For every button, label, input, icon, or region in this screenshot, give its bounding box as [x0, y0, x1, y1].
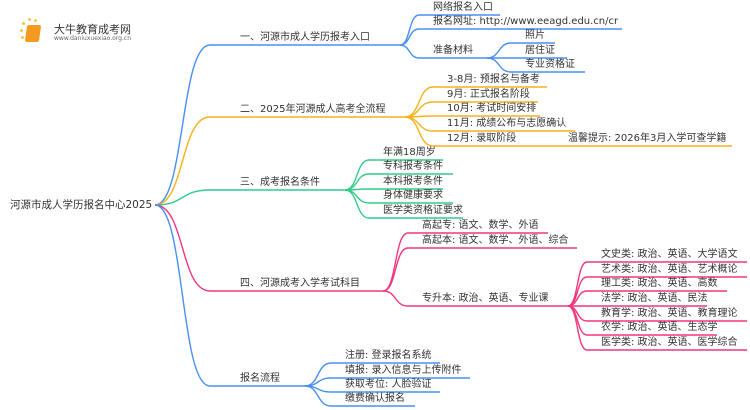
leaf-node[interactable]: 温馨提示: 2026年3月入学可查学籍: [568, 133, 727, 144]
leaf-node[interactable]: 缴费确认报名: [345, 393, 405, 404]
branch-connector: [154, 204, 383, 292]
branch-connector: [154, 44, 400, 206]
branch-connector: [154, 116, 405, 206]
connector: [304, 385, 415, 407]
branch-node[interactable]: 二、2025年河源成人高考全流程: [240, 104, 386, 115]
connector: [404, 116, 560, 147]
leaf-node[interactable]: 高起本: 语文、数学、外语、综合: [422, 235, 569, 246]
logo: 大牛教育成考网 www.daniuxuexiao.org.cn: [20, 18, 140, 46]
leaf-node[interactable]: 医学类资格证要求: [383, 205, 463, 216]
leaf-node[interactable]: 3-8月: 预报名与备考: [447, 74, 540, 85]
leaf-node[interactable]: 教育学: 政治、英语、教育理论: [601, 308, 738, 319]
leaf-node[interactable]: 理工类: 政治、英语、高数: [601, 278, 718, 289]
leaf-node[interactable]: 准备材料: [433, 45, 473, 56]
branch-connector: [154, 189, 345, 206]
leaf-node[interactable]: 网络报名入口: [433, 2, 493, 13]
connector: [382, 247, 577, 292]
logo-url: www.daniuxuexiao.org.cn: [54, 35, 131, 42]
connector: [486, 57, 585, 73]
root-node[interactable]: 河源市成人学历报名中心2025: [10, 199, 153, 211]
branch-node[interactable]: 一、河源市成人学历报考入口: [240, 32, 370, 43]
leaf-node[interactable]: 专升本: 政治、英语、专业课: [422, 293, 549, 304]
leaf-node[interactable]: 9月: 正式报名阶段: [447, 89, 530, 100]
leaf-node[interactable]: 医学类: 政治、英语、医学综合: [601, 337, 738, 348]
connector: [399, 28, 622, 46]
leaf-node[interactable]: 艺术类: 政治、英语、艺术概论: [601, 264, 738, 275]
branch-connector: [154, 204, 305, 387]
leaf-node[interactable]: 填报: 录入信息与上传附件: [345, 365, 462, 376]
logo-title: 大牛教育成考网: [54, 23, 131, 36]
connector: [567, 305, 747, 351]
branch-node[interactable]: 四、河源成考入学考试科目: [240, 278, 360, 289]
connector: [399, 44, 487, 59]
connector: [382, 290, 568, 307]
leaf-node[interactable]: 注册: 登录报名系统: [345, 350, 432, 361]
leaf-node[interactable]: 本科报考条件: [383, 176, 443, 187]
leaf-node[interactable]: 12月: 录取阶段: [447, 133, 517, 144]
connector: [404, 115, 540, 118]
leaf-node[interactable]: 身体健康要求: [383, 190, 443, 201]
leaf-node[interactable]: 照片: [525, 30, 545, 41]
leaf-node[interactable]: 年满18周岁: [383, 147, 436, 158]
connector: [344, 189, 463, 219]
leaf-node[interactable]: 文史类: 政治、英语、大学语文: [601, 249, 738, 260]
leaf-node[interactable]: 居住证: [525, 45, 555, 56]
leaf-node[interactable]: 11月: 成绩公布与志愿确认: [447, 118, 567, 129]
leaf-node[interactable]: 专科报考条件: [383, 161, 443, 172]
leaf-node[interactable]: 10月: 考试时间安排: [447, 103, 537, 114]
leaf-node[interactable]: 报名网址: http://www.eeagd.edu.cn/cr: [433, 16, 619, 27]
leaf-node[interactable]: 法学: 政治、英语、民法: [601, 293, 708, 304]
leaf-node[interactable]: 获取考位: 人脸验证: [345, 379, 432, 390]
leaf-node[interactable]: 农学: 政治、英语、生态学: [601, 322, 718, 333]
book-icon: [24, 25, 42, 42]
leaf-node[interactable]: 高起专: 语文、数学、外语: [422, 220, 539, 231]
branch-node[interactable]: 三、成考报名条件: [240, 177, 320, 188]
branch-node[interactable]: 报名流程: [240, 373, 280, 384]
leaf-node[interactable]: 专业资格证: [525, 59, 575, 70]
